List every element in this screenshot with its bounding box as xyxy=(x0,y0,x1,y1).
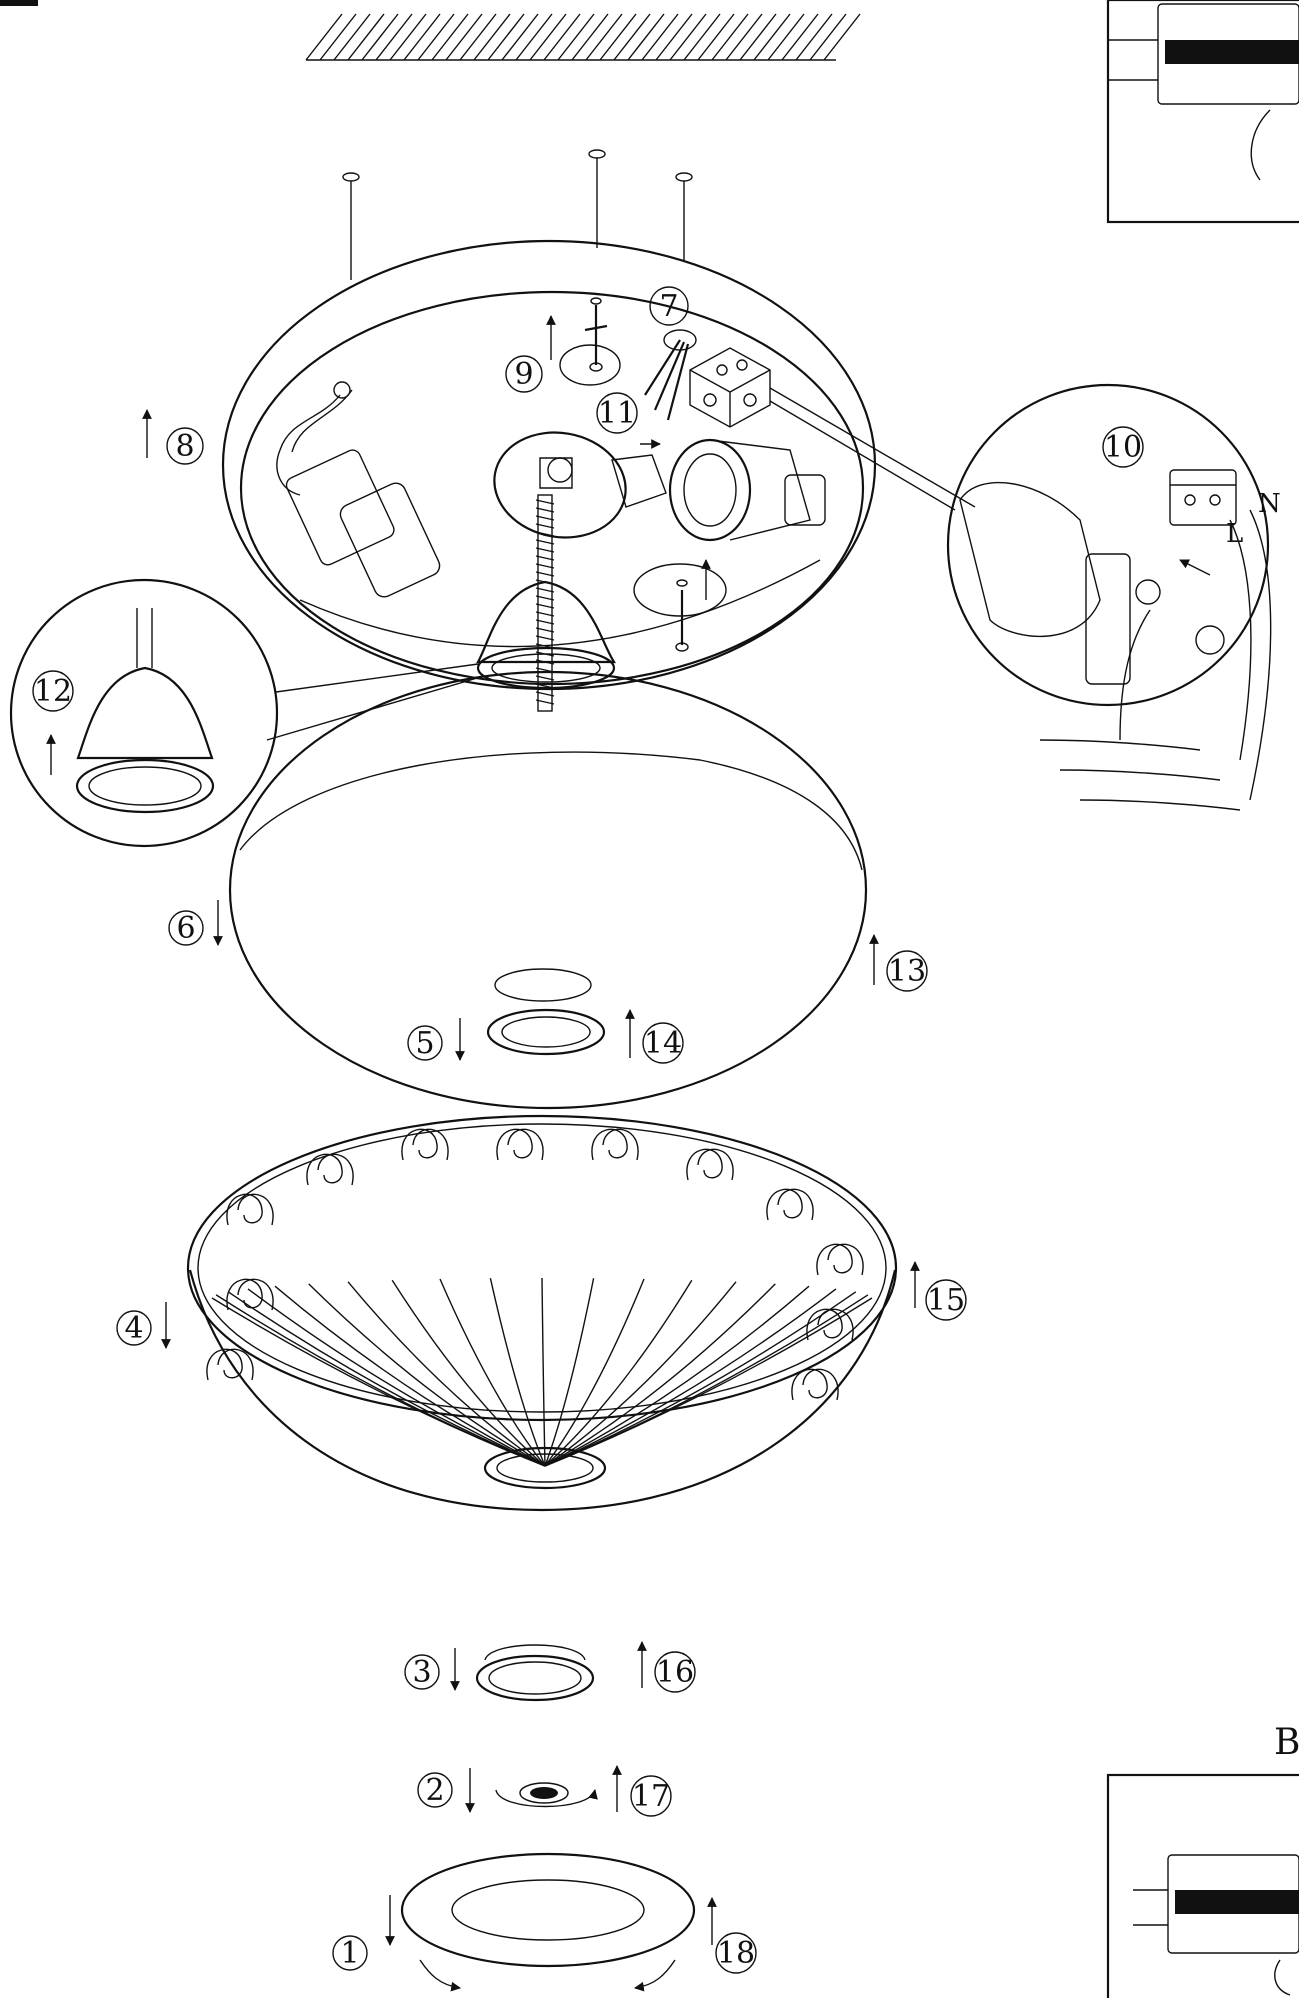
cap-detail-zoom xyxy=(9,578,485,848)
fixing-screw-top xyxy=(559,297,621,386)
threaded-rod xyxy=(535,494,555,712)
callout-11: 11 xyxy=(598,396,636,431)
center-cap xyxy=(476,580,617,690)
callout-14: 14 xyxy=(644,1026,682,1061)
callout-16: 16 xyxy=(656,1655,694,1690)
glass-diffuser xyxy=(228,670,868,1110)
ceiling-screws xyxy=(342,149,693,280)
trim-ring xyxy=(400,1852,696,1992)
corner-letter: B xyxy=(1274,1722,1299,1763)
callout-2: 2 xyxy=(425,1773,444,1808)
callout-17: 17 xyxy=(632,1779,670,1814)
corner-mark xyxy=(0,0,38,6)
breaker-panel-top xyxy=(1106,0,1299,224)
callout-12: 12 xyxy=(34,674,72,709)
ceiling-hatch xyxy=(305,13,861,61)
breaker-panel-bottom xyxy=(1106,1773,1299,2002)
callout-10: 10 xyxy=(1104,430,1142,465)
decorative-cage xyxy=(186,1114,898,1512)
wiring-detail-zoom xyxy=(769,383,1272,811)
callout-3: 3 xyxy=(412,1655,431,1690)
terminal-block xyxy=(689,347,771,428)
callout-5: 5 xyxy=(415,1026,434,1061)
callout-4: 4 xyxy=(124,1311,143,1346)
callout-15: 15 xyxy=(927,1283,965,1318)
callout-18: 18 xyxy=(717,1936,755,1971)
finial-nut xyxy=(495,1782,598,1808)
bulb-and-holder xyxy=(493,431,826,542)
callout-7: 7 xyxy=(659,289,678,324)
callout-9: 9 xyxy=(514,357,533,392)
callout-1: 1 xyxy=(340,1936,359,1971)
fixing-screw-bottom xyxy=(633,563,727,652)
callout-6: 6 xyxy=(176,911,195,946)
live-wire-label: L xyxy=(1226,519,1243,549)
decorative-ring xyxy=(475,1644,595,1702)
callout-8: 8 xyxy=(175,429,194,464)
callout-labels: 1 2 3 4 5 6 7 8 9 10 11 12 13 14 15 16 1… xyxy=(32,286,1144,1974)
callout-13: 13 xyxy=(888,954,926,989)
left-lamp-socket xyxy=(276,381,441,598)
neutral-wire-label: N xyxy=(1258,489,1281,519)
direction-arrows xyxy=(46,315,1211,1946)
supply-wires xyxy=(644,329,697,421)
